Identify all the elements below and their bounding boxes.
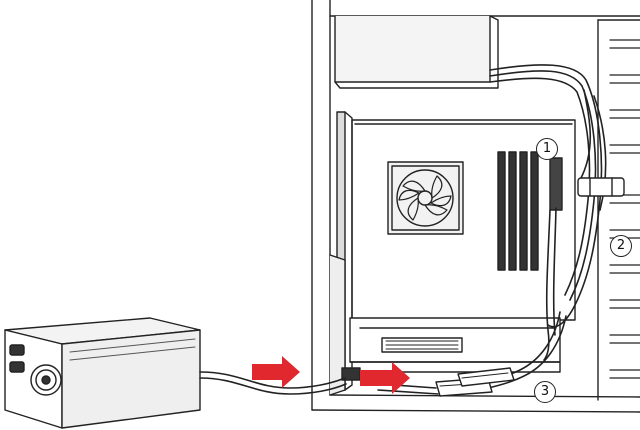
computer-case — [311, 0, 640, 413]
atx-power-connector — [549, 157, 563, 211]
connector — [457, 367, 515, 387]
ram-slot — [519, 151, 528, 271]
ram-slot — [530, 151, 539, 271]
callout-3: 3 — [534, 381, 556, 403]
drive-bay — [334, 15, 499, 89]
ram-slot — [508, 151, 517, 271]
arrow-icon — [360, 362, 410, 394]
cable-clip — [577, 177, 625, 197]
cpu-fan — [387, 161, 464, 235]
expansion-card — [349, 317, 561, 373]
motherboard — [329, 111, 576, 396]
arrow-icon — [252, 356, 300, 388]
callout-2: 2 — [610, 235, 632, 257]
psu-cable — [199, 371, 347, 395]
callout-1: 1 — [536, 138, 558, 160]
power-supply — [4, 317, 201, 429]
drive-connectors — [377, 367, 515, 397]
ram-slots — [497, 151, 539, 271]
ram-slot — [497, 151, 506, 271]
drive-rack — [597, 19, 640, 401]
